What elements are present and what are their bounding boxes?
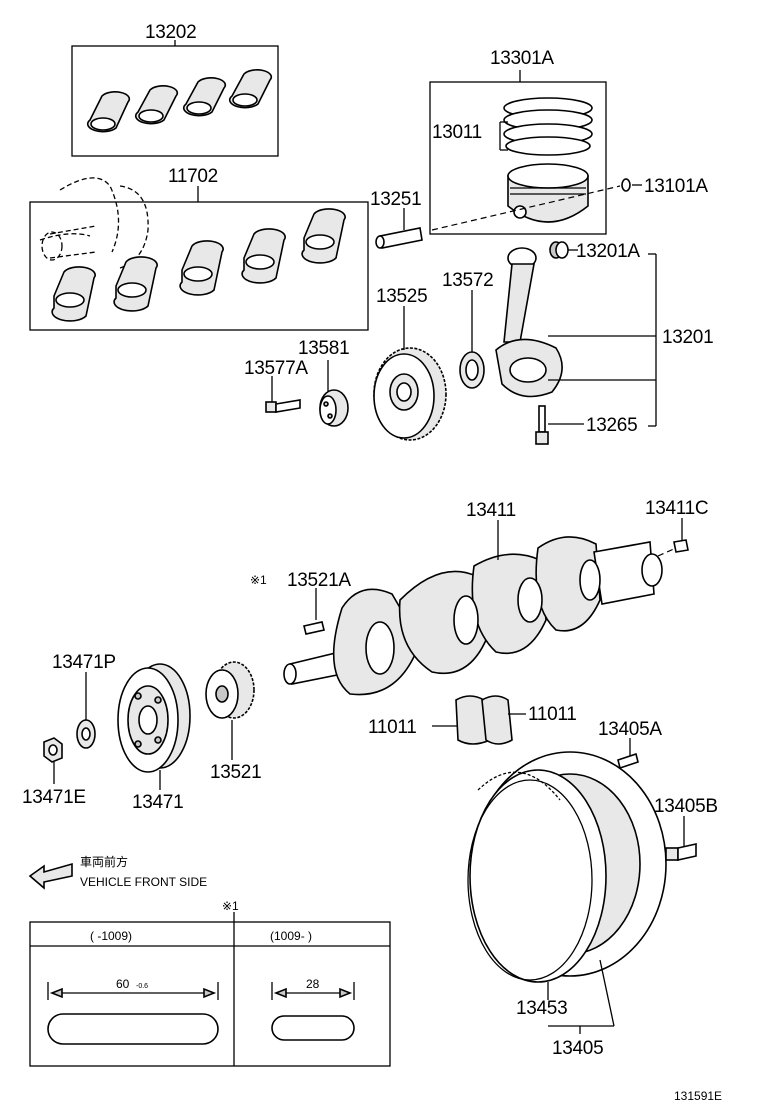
washer-icon (459, 351, 485, 389)
bearing-set-11702 (29, 177, 369, 331)
pin-icon (617, 752, 639, 770)
bearing-shell-icon (179, 240, 224, 296)
bearing-shell-icon (86, 91, 131, 133)
part-label-13453[interactable]: 13453 (516, 998, 568, 1019)
bearing-set-13202 (71, 40, 279, 157)
bushing-icon (549, 241, 569, 259)
table-header-right: (1009- ) (270, 929, 312, 943)
thrust-washer-icon (455, 695, 513, 745)
table-note-mark: ※1 (222, 899, 239, 913)
bolt-icon (265, 399, 301, 413)
note-mark: ※1 (250, 573, 267, 587)
connecting-rod-icon (495, 247, 563, 398)
part-label-13411[interactable]: 13411 (466, 500, 516, 521)
part-label-11702[interactable]: 11702 (168, 166, 218, 187)
diagram-id: 131591E (674, 1089, 722, 1103)
direction-label-japanese: 車両前方 (80, 854, 128, 869)
part-label-13011[interactable]: 13011 (432, 122, 482, 143)
bearing-shell-icon (241, 228, 286, 284)
pin-spec-table: ※1 ( -1009) (1009- ) 60 -0.6 28 (29, 899, 391, 1067)
key-icon (303, 621, 325, 635)
snap-ring-icon (621, 178, 631, 192)
bearing-shell-icon (113, 256, 158, 312)
part-label-13471[interactable]: 13471 (132, 792, 184, 813)
dimension-right: 28 (306, 977, 320, 991)
part-label-11011-right[interactable]: 11011 (528, 704, 577, 725)
part-label-13411C[interactable]: 13411C (645, 498, 709, 519)
crankshaft-pulley-icon (117, 663, 191, 773)
table-header-left: ( -1009) (90, 929, 132, 943)
crankshaft-gear-icon (205, 661, 255, 719)
plug-icon (319, 389, 349, 427)
pin-shape-long (47, 1013, 219, 1045)
part-label-13521A[interactable]: 13521A (287, 570, 352, 591)
part-label-13101A[interactable]: 13101A (644, 176, 709, 197)
front-direction-arrow-icon (28, 862, 73, 890)
part-label-11011-left[interactable]: 11011 (368, 717, 417, 738)
part-label-13572[interactable]: 13572 (442, 270, 494, 291)
part-label-13471P[interactable]: 13471P (52, 652, 116, 673)
bearing-shell-icon (228, 69, 273, 109)
part-label-13201A[interactable]: 13201A (576, 241, 641, 262)
bearing-shell-icon (182, 77, 227, 117)
part-label-13202[interactable]: 13202 (145, 22, 197, 43)
bearing-shell-icon (51, 266, 96, 322)
nut-icon (43, 737, 63, 763)
part-label-13301A[interactable]: 13301A (490, 48, 555, 69)
tolerance-left: -0.6 (136, 983, 148, 990)
washer-icon (76, 719, 96, 749)
piston-ring-icon (503, 97, 593, 156)
pin-shape-short (271, 1015, 355, 1041)
crankshaft-icon (283, 536, 663, 696)
ring-gear-icon (467, 769, 607, 983)
dimension-left: 60 (116, 977, 130, 991)
part-label-13265[interactable]: 13265 (586, 415, 638, 436)
part-label-13251[interactable]: 13251 (370, 189, 422, 210)
bearing-shell-icon (134, 85, 179, 125)
bolt-icon (665, 843, 697, 861)
part-label-13201[interactable]: 13201 (662, 327, 714, 348)
piston-icon (507, 163, 589, 223)
part-label-13405B[interactable]: 13405B (654, 796, 718, 817)
part-label-13577A[interactable]: 13577A (244, 358, 309, 379)
bearing-shell-icon (301, 208, 346, 264)
part-label-13525[interactable]: 13525 (376, 286, 428, 307)
part-label-13521[interactable]: 13521 (210, 762, 262, 783)
part-label-13471E[interactable]: 13471E (22, 787, 86, 808)
crankshaft-phantom-icon (39, 177, 149, 269)
part-label-13405A[interactable]: 13405A (598, 719, 663, 740)
pin-icon (673, 539, 689, 553)
piston-assembly-13301A (429, 70, 607, 235)
timing-gear-icon (373, 347, 447, 441)
bolt-icon (535, 405, 549, 445)
direction-label-english: VEHICLE FRONT SIDE (80, 875, 207, 889)
part-label-13405[interactable]: 13405 (552, 1038, 604, 1059)
part-label-13581[interactable]: 13581 (298, 338, 350, 359)
piston-pin-icon (375, 227, 423, 249)
